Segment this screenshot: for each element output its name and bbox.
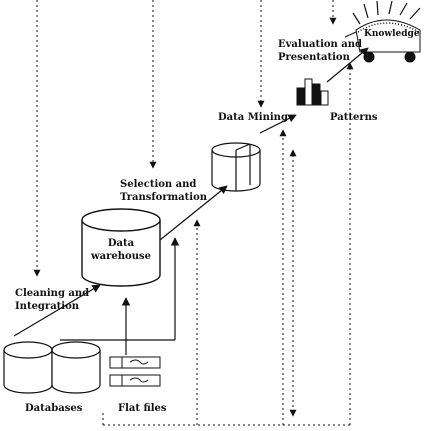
patterns-icon: [296, 78, 329, 106]
label-selection-line1: Selection and: [120, 179, 197, 190]
label-patterns: Patterns: [330, 112, 378, 123]
process-arrows: [13, 47, 369, 355]
label-evaluation-presentation: Evaluation and Presentation: [278, 38, 362, 64]
label-evaluation-line2: Presentation: [278, 52, 350, 63]
label-cleaning-line1: Cleaning and: [15, 288, 90, 299]
label-knowledge: Knowledge: [364, 29, 420, 39]
label-evaluation-line1: Evaluation and: [278, 39, 363, 50]
task-relevant-data-icon: [211, 142, 261, 192]
label-cleaning-line2: Integration: [15, 301, 80, 312]
label-cleaning-integration: Cleaning and Integration: [15, 287, 89, 313]
label-selection-transformation: Selection and Transformation: [120, 178, 207, 204]
data-warehouse-icon: [81, 208, 161, 287]
label-flat-files: Flat files: [118, 403, 167, 414]
databases-icon: [3, 341, 101, 394]
label-data-mining: Data Mining: [218, 112, 288, 123]
label-warehouse-line2: warehouse: [91, 251, 151, 262]
label-data-warehouse: Data warehouse: [91, 237, 151, 263]
label-selection-line2: Transformation: [120, 192, 208, 203]
flat-files-icon: [109, 356, 161, 387]
feedback-dotted-lines: [33, 0, 354, 426]
knowledge-cart-icon: [344, 0, 421, 63]
label-warehouse-line1: Data: [107, 238, 135, 249]
label-databases: Databases: [25, 403, 83, 414]
